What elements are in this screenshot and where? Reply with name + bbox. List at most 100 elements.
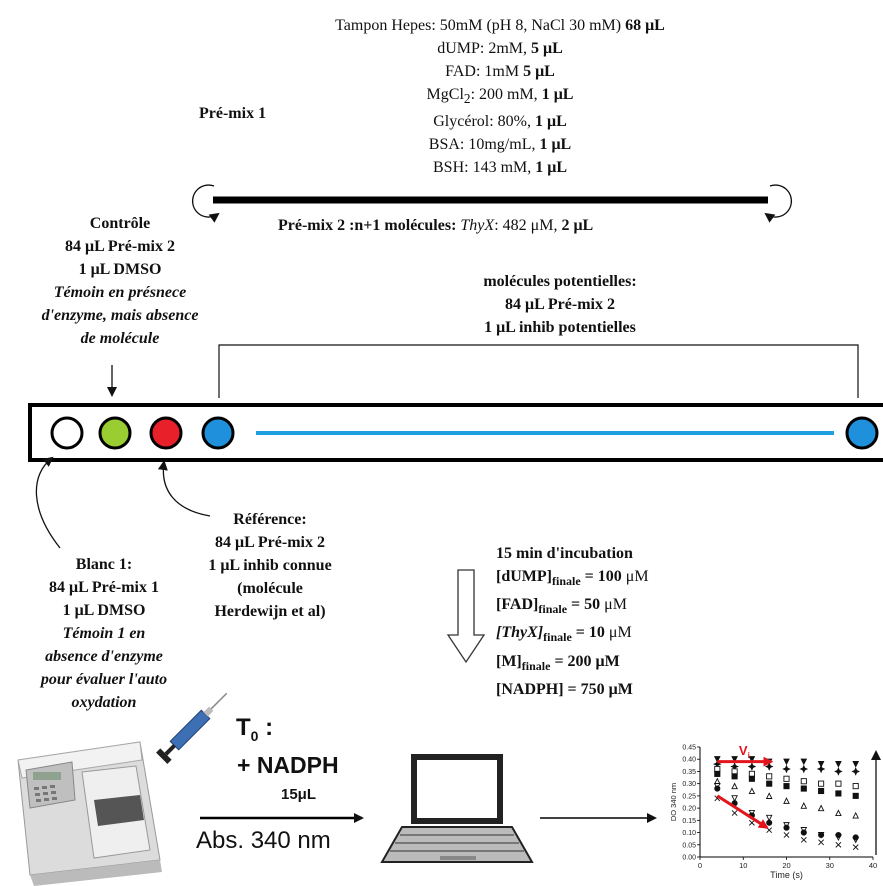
premix1-line-volume: 68 μL	[625, 17, 665, 34]
concentration-row: [ThyX]finale = 10 μM	[496, 621, 756, 649]
data-point	[835, 761, 842, 768]
premix1-line-volume: 1 μL	[539, 136, 572, 154]
incubation-rows: [dUMP]finale = 100 μM[FAD]finale = 50 μM…	[496, 565, 756, 701]
velocity-label-sub: i	[748, 751, 750, 760]
premix2-vol: 2 μL	[561, 217, 594, 234]
x-tick-label: 10	[739, 861, 747, 870]
velocity-arrow-bottom	[716, 794, 769, 829]
reference-premix: 84 μL Pré-mix 2	[215, 534, 325, 551]
premix2-enzyme: ThyX	[460, 217, 495, 234]
data-point	[816, 764, 826, 774]
nadph-volume: 15μL	[281, 786, 317, 803]
well-blanc	[50, 416, 84, 450]
premix1-line-text: BSA: 10mg/mL,	[428, 136, 540, 154]
data-point	[731, 768, 738, 775]
premix1-line: Glycérol: 80%, 1 μL	[270, 110, 730, 133]
x-axis-title: Time (s)	[770, 870, 803, 880]
concentration-sub: finale	[521, 658, 551, 673]
reference-molecule: (molécule	[237, 580, 303, 597]
premix1-line: MgCl2: 200 mM, 1 μL	[270, 83, 730, 110]
well-controle	[98, 416, 132, 450]
data-point	[764, 762, 774, 771]
reference-arrow	[157, 460, 211, 517]
premix1-line-post: : 200 mM,	[470, 86, 542, 103]
concentration-value: = 50	[567, 596, 605, 614]
premix1-title: Pré-mix 1	[199, 105, 267, 122]
concentration-row: [dUMP]finale = 100 μM	[496, 565, 756, 593]
data-point	[835, 780, 842, 787]
data-point	[800, 785, 807, 792]
data-point	[714, 765, 721, 773]
premix1-line-text: Tampon Hepes: 50mM (pH 8, NaCl 30 mM)	[335, 17, 626, 34]
data-point	[834, 767, 843, 776]
x-tick-label: 0	[698, 861, 702, 870]
concentration-species: [FAD]	[496, 596, 539, 614]
data-point	[731, 756, 738, 763]
concentration-row: [FAD]finale = 50 μM	[496, 593, 756, 621]
well-molecule-last	[845, 416, 879, 450]
kinetics-chart: 0.000.050.100.150.200.250.300.350.400.45…	[669, 743, 881, 880]
y-axis-title: DO 340 nm	[669, 783, 678, 821]
data-point	[783, 797, 790, 804]
blanc-note-4: oxydation	[71, 694, 137, 711]
well-molecule-first	[201, 416, 235, 450]
t0-label: T0 :	[236, 714, 273, 744]
data-point	[851, 767, 860, 776]
data-point	[852, 783, 859, 790]
blanc-label: Blanc 1: 84 μL Pré-mix 1 1 μL DMSO Témoi…	[4, 553, 204, 714]
data-point	[783, 783, 790, 790]
blanc-premix: 84 μL Pré-mix 1	[49, 579, 159, 596]
right-cycle-arrow	[764, 184, 793, 223]
incubation-arrow	[446, 569, 486, 664]
data-point	[766, 819, 773, 826]
concentration-row: [NADPH] = 750 μM	[496, 678, 756, 701]
data-point	[748, 770, 755, 777]
premix1-line: Tampon Hepes: 50mM (pH 8, NaCl 30 mM) 68…	[270, 14, 730, 37]
concentration-species: [NADPH] = 750 μM	[496, 680, 633, 698]
data-point	[800, 758, 808, 766]
reference-title: Référence:	[233, 511, 307, 528]
controle-note-1: Témoin en présnece	[53, 284, 187, 301]
data-point	[713, 756, 721, 763]
molecules-inhib: 1 μL inhib potentielles	[484, 319, 636, 336]
laptop-icon	[380, 754, 534, 863]
data-point	[817, 804, 825, 812]
concentration-value: = 100	[580, 568, 626, 585]
data-point	[748, 775, 755, 782]
premix1-line-text: dUMP: 2mM,	[437, 40, 532, 57]
data-point	[748, 756, 756, 763]
data-point	[731, 782, 738, 790]
premix1-line: BSH: 143 mM, 1 μL	[270, 156, 730, 179]
reference-label: Référence: 84 μL Pré-mix 2 1 μL inhib co…	[170, 508, 370, 623]
concentration-unit: μM	[604, 596, 627, 614]
premix1-line: BSA: 10mg/mL, 1 μL	[270, 133, 730, 156]
concentration-sub: finale	[543, 630, 572, 645]
data-point	[731, 795, 738, 802]
data-point	[852, 811, 860, 819]
concentration-unit: μM	[625, 568, 649, 585]
premix1-line-text: Glycérol: 80%,	[433, 113, 535, 131]
data-point	[852, 844, 859, 851]
data-point	[731, 810, 738, 816]
t0-text: T	[236, 714, 251, 741]
premix2-prefix: Pré-mix 2 :n+1 molécules:	[278, 217, 461, 234]
data-point	[799, 764, 809, 774]
reference-author: Herdewijn et al)	[214, 603, 326, 620]
data-point	[835, 831, 842, 839]
y-tick-label: 0.35	[682, 769, 696, 776]
premix1-line-sub: 2	[463, 91, 471, 107]
left-cycle-arrow	[191, 184, 220, 223]
concentration-value: = 10	[571, 624, 609, 642]
reference-inhib: 1 μL inhib connue	[208, 557, 332, 574]
data-point	[835, 809, 842, 817]
data-point	[800, 829, 807, 836]
data-point	[766, 827, 773, 834]
absorbance-label: Abs. 340 nm	[196, 827, 331, 854]
data-point	[800, 778, 807, 785]
data-point	[818, 780, 825, 787]
data-point	[783, 758, 790, 766]
data-point	[818, 787, 825, 795]
premix1-line-volume: 1 μL	[535, 159, 567, 177]
data-point	[835, 790, 842, 797]
concentration-row: [M]finale = 200 μM	[496, 650, 756, 678]
